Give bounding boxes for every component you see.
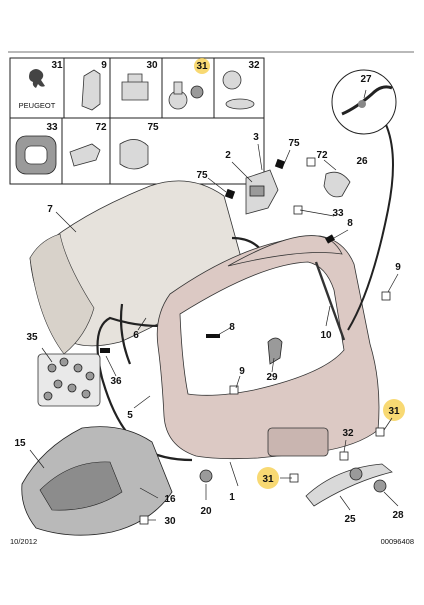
- parts-legend: PEUGEOT 31 9 30 31 32 33 72 75: [9, 57, 265, 185]
- callout-72: 72: [316, 150, 328, 161]
- footer-date: 10/2012: [10, 537, 37, 546]
- legend-ref-31b: 31: [196, 61, 208, 72]
- hinge-26: [323, 171, 351, 198]
- legend-ref-30: 30: [146, 60, 158, 71]
- callout-25: 25: [344, 514, 356, 525]
- callout-10: 10: [320, 330, 332, 341]
- clip-32-sketch: [225, 98, 255, 110]
- black-markers: [100, 158, 335, 353]
- legend-ref-75: 75: [147, 122, 159, 133]
- callout-16: 16: [164, 494, 176, 505]
- clip-9-sketch: [81, 69, 101, 111]
- callout-6: 6: [133, 330, 139, 341]
- footer-ref: 00096408: [381, 537, 414, 546]
- callout-26: 26: [356, 156, 368, 167]
- legend-highlight-31: [194, 58, 210, 74]
- callout-7: 7: [47, 204, 53, 215]
- callout-8-left: 8: [229, 322, 235, 333]
- clip-30-sketch: [121, 73, 149, 101]
- gas-strut: [314, 261, 346, 341]
- license-light-25: [305, 463, 393, 507]
- bumper-75-sketch: [119, 139, 149, 170]
- legend-ref-72: 72: [95, 122, 107, 133]
- callout-30: 30: [164, 516, 176, 527]
- callout-8-right: 8: [347, 218, 353, 229]
- callout-27: 27: [360, 74, 372, 85]
- legend-ref-9: 9: [101, 60, 107, 71]
- bumper-72-sketch: [69, 143, 101, 167]
- callout-32: 32: [342, 428, 354, 439]
- legend-frame: [9, 57, 265, 185]
- callout-29: 29: [266, 372, 278, 383]
- inner-trim-panel: [21, 426, 173, 536]
- fastener-kit-35: [37, 353, 101, 407]
- clip-20: [199, 469, 213, 483]
- callout-9-right: 9: [395, 262, 401, 273]
- callout-31-bottom: 31: [262, 474, 274, 485]
- callout-75-top: 75: [288, 138, 300, 149]
- screw-28: [373, 479, 387, 493]
- lock-29: [267, 337, 283, 365]
- peugeot-lion-logo-icon: [29, 69, 45, 88]
- highlight-31-right: [383, 399, 405, 421]
- callout-20: 20: [200, 506, 212, 517]
- callout-36: 36: [110, 376, 122, 387]
- callout-33: 33: [332, 208, 344, 219]
- callout-15: 15: [14, 438, 26, 449]
- brand-name: PEUGEOT: [19, 101, 56, 110]
- legend-ref-33: 33: [46, 122, 58, 133]
- callout-3: 3: [253, 132, 259, 143]
- leader-lines: [29, 89, 399, 521]
- callout-75-left: 75: [196, 170, 208, 181]
- callout-28: 28: [392, 510, 404, 521]
- callout-2: 2: [225, 150, 231, 161]
- callout-31-right: 31: [388, 406, 400, 417]
- highlight-31-bottom: [257, 467, 279, 489]
- callout-5: 5: [127, 410, 133, 421]
- callout-1: 1: [229, 492, 235, 503]
- callout-35: 35: [26, 332, 38, 343]
- legend-ref-31a: 31: [51, 60, 63, 71]
- legend-ref-32: 32: [248, 60, 260, 71]
- callout-9-left: 9: [239, 366, 245, 377]
